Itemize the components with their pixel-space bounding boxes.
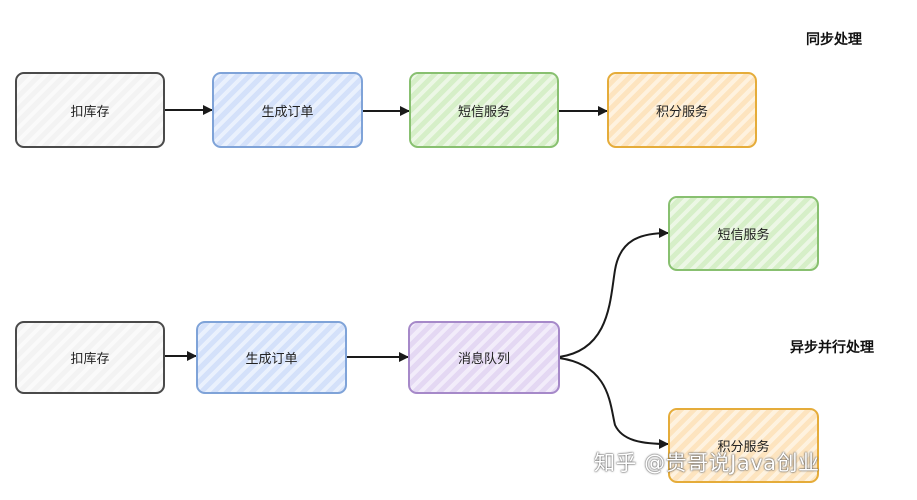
sync-points-service-node: 积分服务: [607, 72, 757, 148]
message-queue-node: 消息队列: [408, 321, 560, 394]
sync-deduct-stock-node: 扣库存: [15, 72, 165, 148]
async-deduct-stock-node: 扣库存: [15, 321, 165, 394]
sync-caption: 同步处理: [806, 32, 862, 48]
async-points-service-node: 积分服务: [668, 408, 819, 483]
sync-sms-service-node: 短信服务: [409, 72, 559, 148]
arrow-queue-to-points: [558, 357, 669, 449]
async-sms-service-node: 短信服务: [668, 196, 819, 271]
async-create-order-node: 生成订单: [196, 321, 347, 394]
watermark: 知乎 @贵哥说Java创业: [594, 451, 820, 475]
arrow-queue-to-sms: [558, 228, 669, 358]
async-caption: 异步并行处理: [790, 340, 874, 356]
sync-create-order-node: 生成订单: [212, 72, 363, 148]
